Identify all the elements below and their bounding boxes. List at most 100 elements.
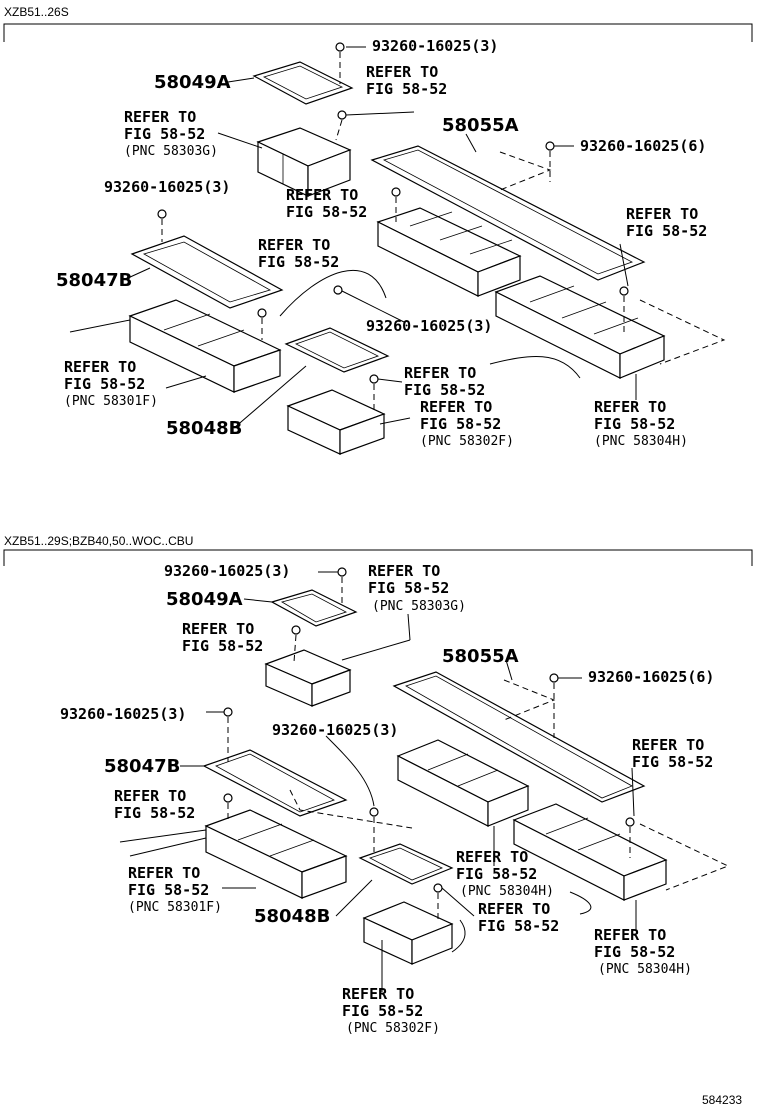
refer-label: REFER TO: [420, 398, 492, 416]
refer-label: REFER TO: [594, 398, 666, 416]
bolt-label: 93260-16025(3): [366, 317, 492, 335]
section-1: XZB51..26S: [3, 5, 753, 455]
refer-label: REFER TO: [366, 63, 438, 81]
fig-label: FIG 58-52: [124, 125, 205, 143]
frame-box-58301f: [204, 809, 348, 899]
fig-label: FIG 58-52: [366, 80, 447, 98]
bolt-icon: [157, 209, 167, 219]
bolt-icon: [369, 807, 379, 817]
fig-label: FIG 58-52: [632, 753, 713, 771]
bolt-icon: [291, 625, 301, 635]
frame-box-58302f: [286, 389, 386, 455]
bolt-label: 93260-16025(3): [164, 562, 290, 580]
pnc-label: (PNC 58301F): [64, 394, 158, 409]
fig-label: FIG 58-52: [258, 253, 339, 271]
frame-box-58304h: [512, 803, 668, 901]
frame-box-mid: [376, 207, 522, 297]
gasket-58049a: [270, 589, 358, 627]
refer-label: REFER TO: [342, 985, 414, 1003]
leader-lines: [119, 571, 730, 992]
refer-label: REFER TO: [456, 848, 528, 866]
gasket-58048b: [284, 327, 390, 373]
fig-label: FIG 58-52: [478, 917, 559, 935]
gasket-58049a: [252, 61, 354, 105]
bolt-icon: [433, 883, 443, 893]
fig-label: FIG 58-52: [456, 865, 537, 883]
bolt-icon: [223, 793, 233, 803]
bolt-label: 93260-16025(3): [272, 721, 398, 739]
pnc-label: (PNC 58304H): [460, 884, 554, 899]
pnc-label: (PNC 58304H): [598, 962, 692, 977]
fig-label: FIG 58-52: [594, 943, 675, 961]
part-number-58055a: 58055A: [442, 646, 519, 667]
bolt-icon: [545, 141, 555, 151]
bolt-label: 93260-16025(6): [580, 137, 706, 155]
refer-label: REFER TO: [478, 900, 550, 918]
bolt-icon: [333, 285, 343, 295]
part-number-58047b: 58047B: [56, 270, 132, 291]
refer-label: REFER TO: [632, 736, 704, 754]
refer-label: REFER TO: [114, 787, 186, 805]
bolt-icon: [625, 817, 635, 827]
fig-label: FIG 58-52: [128, 881, 209, 899]
bolt-label: 93260-16025(3): [60, 705, 186, 723]
pnc-label: (PNC 58302F): [420, 434, 514, 449]
refer-label: REFER TO: [626, 205, 698, 223]
pnc-label: (PNC 58303G): [124, 144, 218, 159]
bolt-icon: [337, 567, 347, 577]
bolt-label: 93260-16025(3): [104, 178, 230, 196]
section-2: XZB51..29S;BZB40,50..WOC..CBU: [3, 534, 753, 1036]
section-2-bracket: [3, 549, 753, 566]
part-number-58049a: 58049A: [154, 72, 231, 93]
bolt-icon: [257, 308, 267, 318]
refer-label: REFER TO: [64, 358, 136, 376]
section-1-header: XZB51..26S: [4, 5, 69, 19]
gasket-58047b: [202, 749, 348, 817]
bolt-icons: [223, 567, 635, 893]
refer-label: REFER TO: [286, 186, 358, 204]
fig-label: FIG 58-52: [286, 203, 367, 221]
frame-box-58304h-mid: [396, 739, 530, 827]
section-1-bracket: [3, 23, 753, 42]
bolt-label: 93260-16025(6): [588, 668, 714, 686]
gasket-58047b: [130, 235, 284, 309]
pnc-label: (PNC 58304H): [594, 434, 688, 449]
bolt-icon: [619, 286, 629, 296]
part-number-58047b: 58047B: [104, 756, 180, 777]
bolt-icon: [335, 42, 345, 52]
fig-label: FIG 58-52: [64, 375, 145, 393]
bolt-icon: [369, 374, 379, 384]
gasket-58048b: [358, 843, 454, 885]
bolt-icon: [223, 707, 233, 717]
gasket-58055a: [370, 145, 646, 281]
refer-label: REFER TO: [258, 236, 330, 254]
bolt-icon: [549, 673, 559, 683]
pnc-label: (PNC 58302F): [346, 1021, 440, 1036]
bracket-box-58303g: [264, 649, 352, 707]
section-2-header: XZB51..29S;BZB40,50..WOC..CBU: [4, 534, 193, 548]
fig-label: FIG 58-52: [594, 415, 675, 433]
fig-label: FIG 58-52: [420, 415, 501, 433]
part-number-58048b: 58048B: [166, 418, 242, 439]
refer-label: REFER TO: [404, 364, 476, 382]
pnc-label: (PNC 58303G): [372, 599, 466, 614]
figure-code: 584233: [702, 1093, 742, 1107]
bolt-icon: [391, 187, 401, 197]
gasket-58055a: [392, 671, 646, 803]
part-number-58049a: 58049A: [166, 589, 243, 610]
fig-label: FIG 58-52: [182, 637, 263, 655]
refer-label: REFER TO: [594, 926, 666, 944]
fig-label: FIG 58-52: [626, 222, 707, 240]
fig-label: FIG 58-52: [404, 381, 485, 399]
frame-box-58304h: [494, 275, 666, 379]
part-number-58055a: 58055A: [442, 115, 519, 136]
bracket-box-58303g: [256, 127, 352, 197]
labels-section-2: 93260-16025(3) REFER TO FIG 58-52 (PNC 5…: [60, 562, 714, 1036]
bolt-label: 93260-16025(3): [372, 37, 498, 55]
fig-label: FIG 58-52: [342, 1002, 423, 1020]
frame-box-58301f: [128, 299, 282, 393]
refer-label: REFER TO: [124, 108, 196, 126]
refer-label: REFER TO: [368, 562, 440, 580]
